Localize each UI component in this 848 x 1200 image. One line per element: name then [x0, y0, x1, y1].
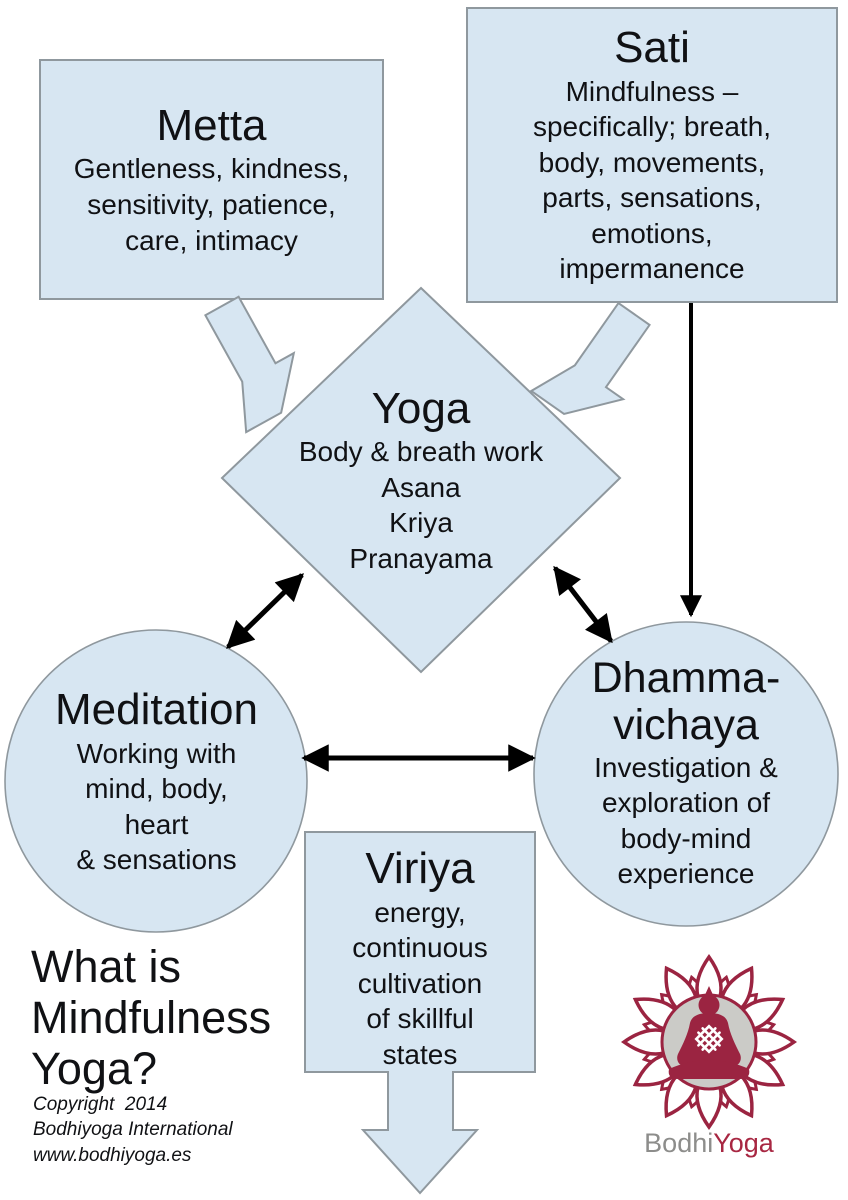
- yoga-line: Asana: [381, 471, 461, 503]
- sati-line: emotions,: [591, 217, 713, 249]
- page-title: What is Mindfulness Yoga?: [31, 941, 341, 1095]
- sati-line: parts, sensations,: [542, 182, 762, 214]
- sati-box-shape: [466, 7, 838, 303]
- copyright-org: Bodhiyoga International: [33, 1119, 233, 1141]
- endless-knot: [694, 1024, 724, 1054]
- dhamma-line: body-mind: [620, 822, 752, 854]
- viriya-line: of skillful: [366, 1003, 474, 1035]
- figure-torso-arms: [677, 1013, 741, 1066]
- copyright-block: Copyright 2014 Bodhiyoga International w…: [33, 1092, 333, 1168]
- dhamma-line: experience: [617, 858, 755, 890]
- viriya-line: energy,: [374, 896, 466, 928]
- metta-to-yoga-block-arrow: [204, 295, 296, 434]
- viriya-title: Viriya: [365, 844, 475, 893]
- meditation-title: Meditation: [54, 685, 258, 735]
- yoga-node: Yoga Body & breath work Asana Kriya Pran…: [222, 288, 620, 672]
- meditating-figure: [668, 986, 750, 1079]
- metta-line: Gentleness, kindness,: [73, 153, 350, 185]
- dhamma-line: exploration of: [601, 787, 771, 819]
- viriya-line: cultivation: [357, 967, 483, 999]
- dhamma-line: Investigation &: [594, 751, 778, 783]
- metta-title: Metta: [156, 100, 267, 150]
- sati-line: impermanence: [559, 253, 745, 285]
- meditation-line: Working with: [76, 737, 237, 769]
- sati-line: body, movements,: [538, 146, 766, 178]
- metta-box-shape: [39, 59, 384, 300]
- dhamma-circle-shape: [533, 621, 839, 927]
- bodhiyoga-wordmark: BodhiYoga: [600, 1128, 818, 1159]
- viriya-line: continuous: [352, 932, 488, 964]
- sati-line: Mindfulness –: [565, 75, 739, 107]
- sati-line: specifically; breath,: [532, 111, 772, 143]
- page-title-line: Mindfulness: [31, 991, 272, 1043]
- meditation-circle-shape: [4, 629, 308, 933]
- meditation-line: heart: [124, 808, 189, 840]
- metta-node: Metta Gentleness, kindness, sensitivity,…: [40, 60, 383, 299]
- yoga-meditation-double-arrow: [226, 573, 304, 649]
- viriya-box-down-arrow-shape: [304, 831, 536, 1195]
- yoga-diamond-shape: [220, 286, 622, 674]
- yoga-line: Pranayama: [349, 542, 493, 574]
- viriya-line: states: [382, 1038, 458, 1070]
- copyright-line: Copyright 2014: [33, 1094, 168, 1115]
- yoga-line: Body & breath work: [298, 436, 544, 468]
- sati-node: Sati Mindfulness – specifically; breath,…: [467, 8, 837, 302]
- brand-text-yoga: Yoga: [713, 1128, 774, 1158]
- meditation-line: mind, body,: [85, 773, 228, 805]
- bodhiyoga-lotus-logo: [620, 953, 798, 1131]
- metta-line: care, intimacy: [125, 224, 298, 256]
- meditation-line: & sensations: [76, 844, 237, 876]
- copyright-url: www.bodhiyoga.es: [33, 1144, 192, 1166]
- figure-legs: [668, 1060, 750, 1079]
- page-title-line: What is: [31, 941, 182, 992]
- brand-text-bodhi: Bodhi: [644, 1128, 714, 1158]
- sati-to-yoga-block-arrow: [529, 301, 651, 416]
- viriya-node: Viriya energy, continuous cultivation of…: [305, 832, 535, 1072]
- dhamma-title: vichaya: [613, 701, 759, 750]
- dhamma-vichaya-node: Dhamma- vichaya Investigation & explorat…: [532, 622, 840, 925]
- meditation-node: Meditation Working with mind, body, hear…: [5, 630, 308, 933]
- metta-line: sensitivity, patience,: [87, 189, 336, 221]
- figure-topknot: [704, 986, 714, 996]
- yoga-line: Kriya: [389, 507, 453, 539]
- figure-head: [698, 994, 720, 1016]
- dhamma-title: Dhamma-: [591, 654, 781, 703]
- yoga-title: Yoga: [371, 383, 471, 433]
- sati-title: Sati: [614, 23, 690, 73]
- page-title-line: Yoga?: [31, 1042, 157, 1094]
- yoga-dhamma-double-arrow: [553, 565, 613, 644]
